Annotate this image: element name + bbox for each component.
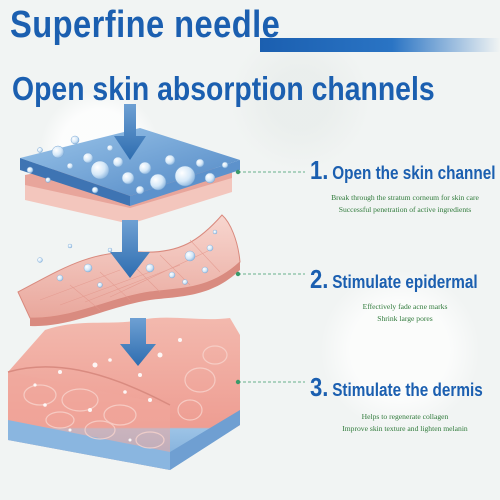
step-3: 3. Stimulate the dermis Helps to regener… [310,372,500,435]
title-underline-bar [260,38,500,52]
step-number: 1. [310,155,329,185]
bubble-icon [33,338,182,442]
step-title: Stimulate the dermis [332,380,483,400]
step-desc-line: Break through the stratum corneum for sk… [331,193,479,202]
step-desc-line: Improve skin texture and lighten melanin [342,424,468,433]
step-desc-line: Shrink large pores [377,314,433,323]
bubble-icon [37,229,218,288]
step-title: Open the skin channel [332,163,496,183]
layer-dermis [7,317,240,470]
leader-lines [238,171,305,383]
step-description: Helps to regenerate collagen Improve ski… [310,411,500,435]
down-arrow-icon [120,318,156,366]
bubble-icon [26,135,229,195]
step-2: 2. Stimulate epidermal Effectively fade … [310,264,500,325]
page-title: Superfine needle [10,4,281,46]
step-description: Effectively fade acne marks Shrink large… [310,301,500,325]
step-number: 2. [310,264,329,294]
step-description: Break through the stratum corneum for sk… [310,192,500,216]
step-desc-line: Successful penetration of active ingredi… [338,205,472,214]
down-arrow-icon [110,220,150,278]
step-number: 3. [310,372,329,402]
leader-dots [235,169,241,385]
down-arrow-icon [114,104,146,160]
step-title: Stimulate epidermal [332,272,478,292]
step-desc-line: Helps to regenerate collagen [361,412,449,421]
step-desc-line: Effectively fade acne marks [362,302,448,311]
page-subtitle: Open skin absorption channels [12,70,435,107]
step-1: 1. Open the skin channel Break through t… [310,155,500,216]
